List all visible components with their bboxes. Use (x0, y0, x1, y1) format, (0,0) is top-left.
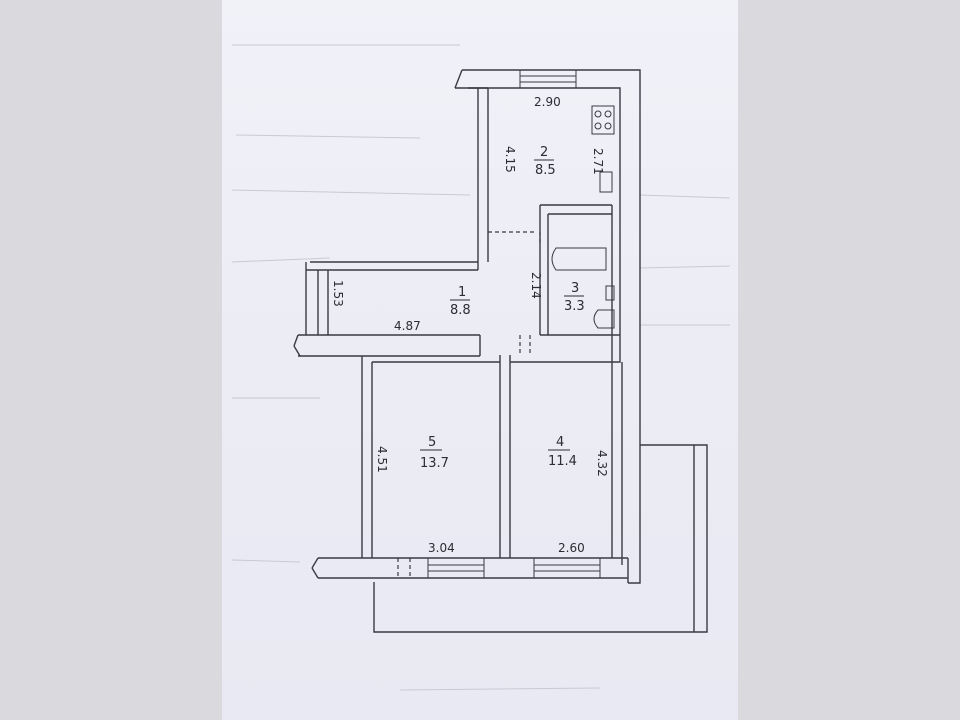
bath-length-label: 2.14 (529, 272, 543, 299)
svg-text:3.3: 3.3 (564, 299, 585, 314)
svg-text:8.8: 8.8 (450, 303, 471, 318)
svg-text:4: 4 (556, 435, 564, 450)
room4-length-label: 4.32 (595, 450, 609, 477)
svg-text:8.5: 8.5 (535, 163, 556, 178)
svg-text:5: 5 (428, 435, 436, 450)
room4-width-label: 2.60 (558, 541, 585, 555)
room-labels: 1 8.8 2 8.5 3 3.3 4 11.4 5 13.7 (420, 145, 585, 471)
storage-length-label: 1.53 (331, 280, 345, 307)
windows (427, 69, 601, 579)
bathtub-icon (551, 247, 607, 271)
room5-width-label: 3.04 (428, 541, 455, 555)
kitchen-length-label: 4.15 (503, 146, 517, 173)
toilet-icon (593, 309, 615, 329)
stove-icon (591, 105, 615, 135)
dimension-labels: 2.90 4.15 2.71 2.14 1.53 4.87 4.51 4.32 … (331, 95, 609, 555)
svg-text:11.4: 11.4 (548, 454, 577, 469)
svg-text:1: 1 (458, 285, 466, 300)
paper-sheet (222, 0, 738, 720)
fixtures (551, 105, 615, 329)
svg-text:2: 2 (540, 145, 548, 160)
room-2-label: 2 8.5 (534, 145, 556, 178)
room5-length-label: 4.51 (375, 446, 389, 473)
sink-icon (599, 171, 613, 193)
right-background (738, 0, 960, 720)
room-3-label: 3 3.3 (564, 281, 585, 314)
hall-length-label: 4.87 (394, 319, 421, 333)
faint-background-lines (231, 44, 731, 691)
room-4-label: 4 11.4 (548, 435, 577, 469)
room-1-label: 1 8.8 (450, 285, 471, 318)
left-background (0, 0, 222, 720)
washbasin-icon (605, 285, 615, 301)
kitchen-side-label: 2.71 (591, 148, 605, 175)
walls (293, 69, 708, 633)
svg-text:3: 3 (571, 281, 579, 296)
kitchen-width-label: 2.90 (534, 95, 561, 109)
svg-text:13.7: 13.7 (420, 456, 449, 471)
door-openings (397, 231, 541, 578)
room-5-label: 5 13.7 (420, 435, 449, 471)
